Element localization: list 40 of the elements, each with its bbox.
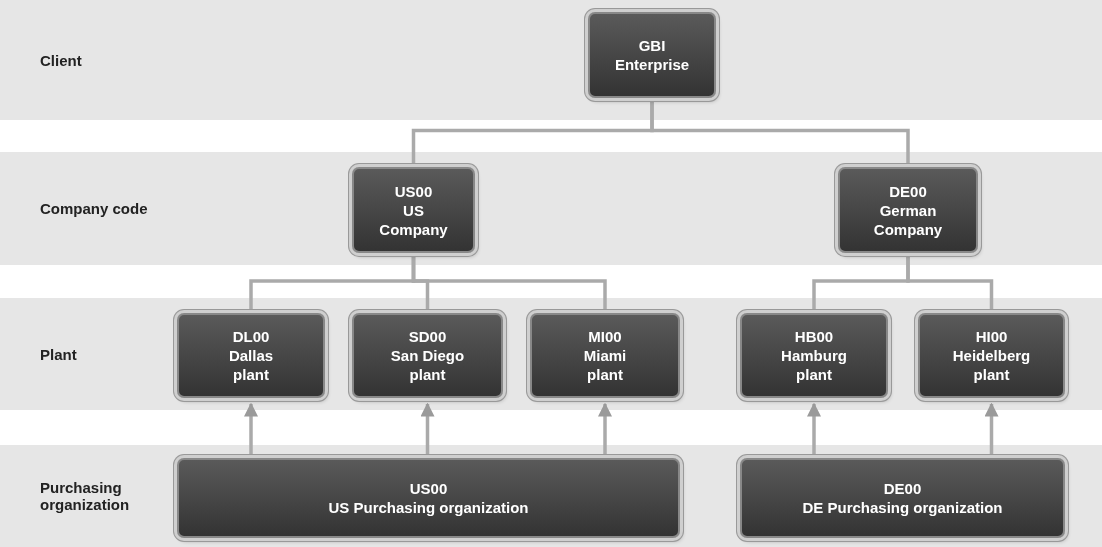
unit-label: SD00 (408, 327, 447, 346)
unit-label: San Diego (390, 346, 465, 365)
unit-label: DE Purchasing organization (802, 498, 1003, 517)
unit-label: Dallas (228, 346, 274, 365)
level-band (0, 152, 1102, 265)
unit-label: MI00 (588, 327, 622, 346)
unit-label: US00 (409, 479, 448, 498)
unit-label: Company (379, 219, 448, 239)
unit-label: GBI (638, 36, 666, 55)
unit-label: Heidelberg (952, 346, 1031, 365)
unit-label: plant (973, 365, 1010, 384)
arrow (807, 402, 821, 454)
unit-label: US Purchasing organization (328, 498, 529, 517)
level-label: Client (40, 51, 82, 69)
unit-label: DE00 (883, 479, 922, 498)
unit-label: HI00 (975, 327, 1008, 346)
level-label: Plant (40, 345, 77, 363)
level-label: Company code (40, 200, 148, 217)
arrow (984, 402, 999, 454)
unit-label: HB00 (794, 327, 834, 346)
level-band (0, 445, 1102, 547)
unit-label: plant (587, 365, 623, 384)
level-band (0, 0, 1102, 120)
unit-label: Miami (583, 346, 627, 365)
unit-label: plant (409, 365, 446, 384)
unit-label: plant (233, 365, 269, 384)
unit-label: Enterprise (614, 55, 690, 74)
unit-label: US (403, 200, 424, 220)
arrow (598, 402, 612, 454)
unit-label: German (879, 200, 937, 220)
unit-label: Hamburg (781, 346, 847, 365)
unit-label: DE00 (889, 181, 927, 201)
unit-label: Company (873, 219, 943, 239)
arrow (244, 402, 258, 454)
unit-label: DL00 (232, 327, 270, 346)
level-label: Purchasing organization (40, 479, 131, 513)
unit-label: US00 (394, 181, 433, 201)
level-band (0, 298, 1102, 410)
unit-label: plant (796, 365, 832, 384)
arrow (420, 402, 435, 454)
